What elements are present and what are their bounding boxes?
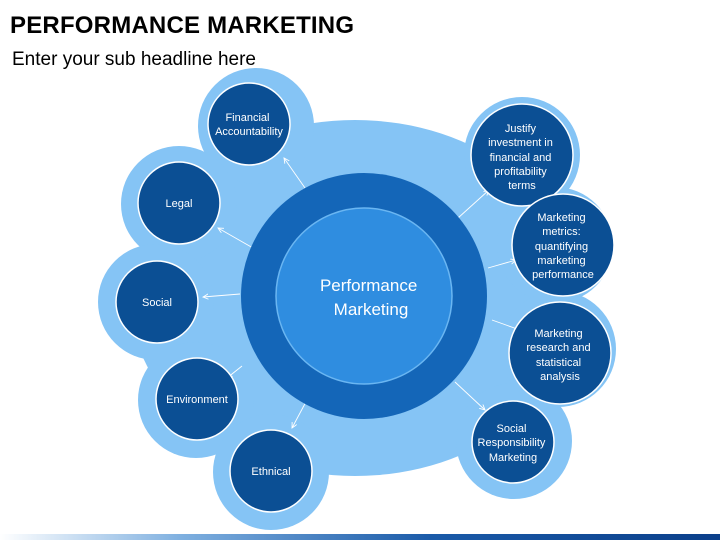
node-social-responsibility: Social Responsibility Marketing: [471, 400, 555, 484]
connector-legal: [218, 228, 254, 249]
node-justify-investment: Justify investment in financial and prof…: [470, 103, 574, 207]
node-environment: Environment: [155, 357, 239, 441]
node-marketing-research: Marketing research and statistical analy…: [508, 301, 612, 405]
page-subtitle: Enter your sub headline here: [12, 49, 256, 70]
center-inner-circle: [275, 207, 453, 385]
svg-text:Legal: Legal: [166, 198, 193, 210]
connector-justify: [457, 190, 489, 219]
connector-social-responsibility: [454, 381, 485, 410]
node-ethnical: Ethnical: [229, 429, 313, 513]
svg-text:Financial Accountability: Financial Accountability: [215, 112, 283, 138]
footer-gradient-bar: [0, 534, 720, 540]
svg-text:Marketing research and: Marketing research and statistical analy…: [526, 328, 593, 383]
connector-lines: [203, 158, 520, 428]
svg-text:Ethnical: Ethnical: [251, 466, 290, 478]
page-title: PERFORMANCE MARKETING: [10, 12, 355, 39]
node-legal: Legal: [137, 161, 221, 245]
svg-text:Social Responsibility: Social Responsibility Marketing: [478, 423, 549, 464]
node-social: Social: [115, 260, 199, 344]
node-marketing-metrics: Marketing metrics: quantifying marketing…: [511, 193, 615, 297]
connector-metrics: [487, 260, 516, 269]
center-label: Performance Marketing: [320, 276, 422, 319]
connector-social: [203, 294, 241, 297]
svg-text:Environment: Environment: [166, 394, 228, 406]
svg-text:Marketing metrics:: Marketing metrics: quantifying marketing…: [532, 212, 594, 281]
node-financial-accountability: Financial Accountability: [207, 82, 291, 166]
svg-text:Justify investment in: Justify investment in financial and prof…: [488, 123, 556, 192]
svg-text:Social: Social: [142, 297, 172, 309]
connector-financial: [284, 158, 306, 189]
